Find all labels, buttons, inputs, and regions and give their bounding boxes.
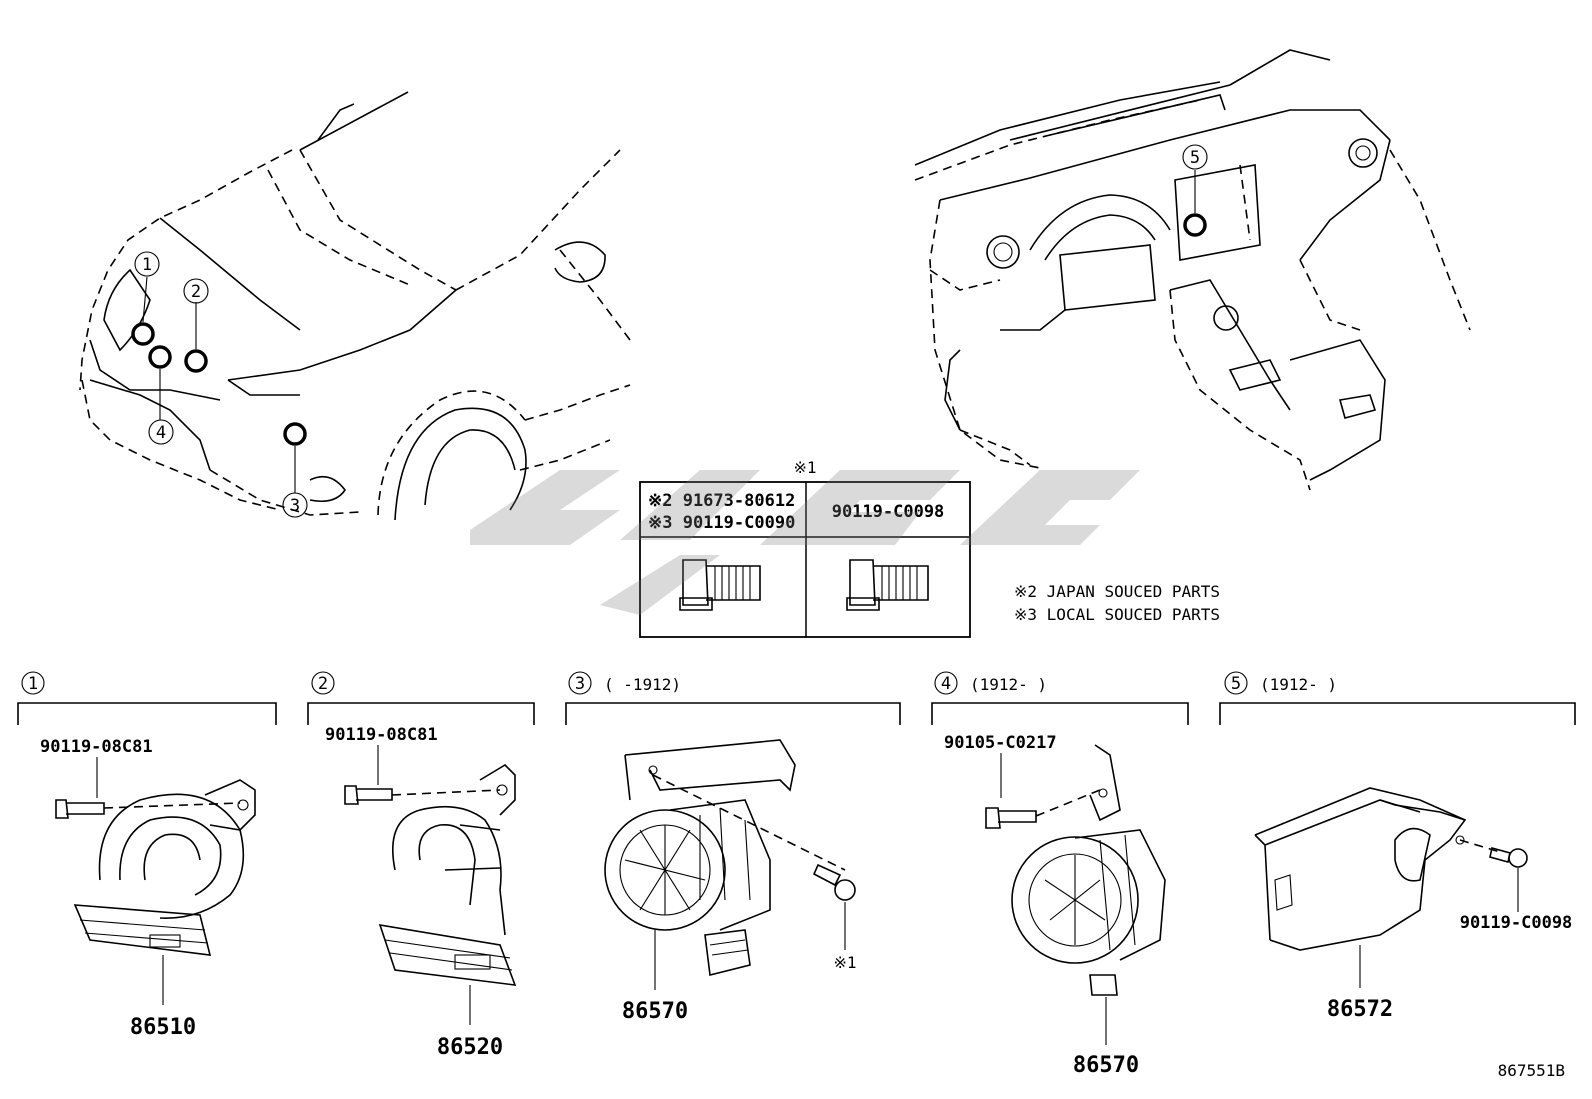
horn2-bolt-icon: [344, 785, 393, 805]
sensor3-bolt-ref: ※1: [833, 953, 856, 972]
sensor3-part-number: 86570: [622, 999, 688, 1024]
part-horn-86510: 90119-08C81 86510: [40, 737, 256, 1040]
section-1-callout: 1: [28, 674, 38, 694]
section-2-callout: 2: [318, 674, 328, 694]
hex-bolt-icon: [846, 559, 929, 611]
horn1-bolt-icon: [55, 799, 105, 819]
horn2-part-number: 86520: [437, 1035, 503, 1060]
section-5-callout: 5: [1231, 674, 1241, 694]
sensor3-bolt-icon: [812, 863, 856, 901]
table-right-part: 90119-C0098: [832, 502, 945, 522]
car-callout-2: 2: [191, 282, 201, 302]
table-left-line-2: ※3 90119-C0090: [648, 513, 795, 533]
section-3-range: ( -1912): [604, 675, 681, 694]
part-sensor-86570-new: 90105-C0217 86570: [944, 733, 1166, 1078]
flange-bolt-icon: [679, 559, 761, 611]
sensor4-part-number: 86570: [1073, 1053, 1139, 1078]
part-ecu-86572: 90119-C0098 86572: [1254, 787, 1573, 1022]
section-4-callout: 4: [941, 674, 951, 694]
note-local-sourced: ※3 LOCAL SOUCED PARTS: [1014, 605, 1220, 624]
sensor4-bolt-label: 90105-C0217: [944, 733, 1057, 753]
dash-callout-5: 5: [1190, 148, 1200, 168]
diagram-id: 867551B: [1498, 1061, 1565, 1080]
note-japan-sourced: ※2 JAPAN SOUCED PARTS: [1014, 582, 1220, 601]
part-horn-86520: 90119-08C81 86520: [325, 725, 517, 1060]
sensor4-bolt-icon: [985, 807, 1037, 829]
car-callout-1: 1: [142, 255, 152, 275]
section-headers: 1 2 3 ( -1912) 4 (1912- ) 5 (1912- ): [17, 671, 1576, 725]
car-callout-4: 4: [156, 423, 166, 443]
ecu-bolt-icon: [1489, 847, 1528, 868]
horn2-bolt-label: 90119-08C81: [325, 725, 438, 745]
section-3-callout: 3: [575, 674, 585, 694]
table-title: ※1: [793, 458, 816, 477]
bolt-reference-table: ※1 ※2 91673-80612 ※3 90119-C0090 90119-C…: [639, 458, 971, 638]
horn1-bolt-label: 90119-08C81: [40, 737, 153, 757]
car-callout-3: 3: [290, 496, 300, 516]
table-left-line-1: ※2 91673-80612: [648, 491, 795, 511]
section-4-range: (1912- ): [970, 675, 1047, 694]
horn1-part-number: 86510: [130, 1015, 196, 1040]
ecu-part-number: 86572: [1327, 997, 1393, 1022]
ecu-bolt-label: 90119-C0098: [1460, 913, 1573, 933]
section-5-range: (1912- ): [1260, 675, 1337, 694]
vehicle-front-illustration: 1 2 4 3: [79, 91, 631, 521]
dashboard-illustration: 5: [914, 49, 1471, 491]
watermark-logo: [470, 470, 1140, 615]
part-sensor-86570-old: ※1 86570: [604, 739, 857, 1024]
